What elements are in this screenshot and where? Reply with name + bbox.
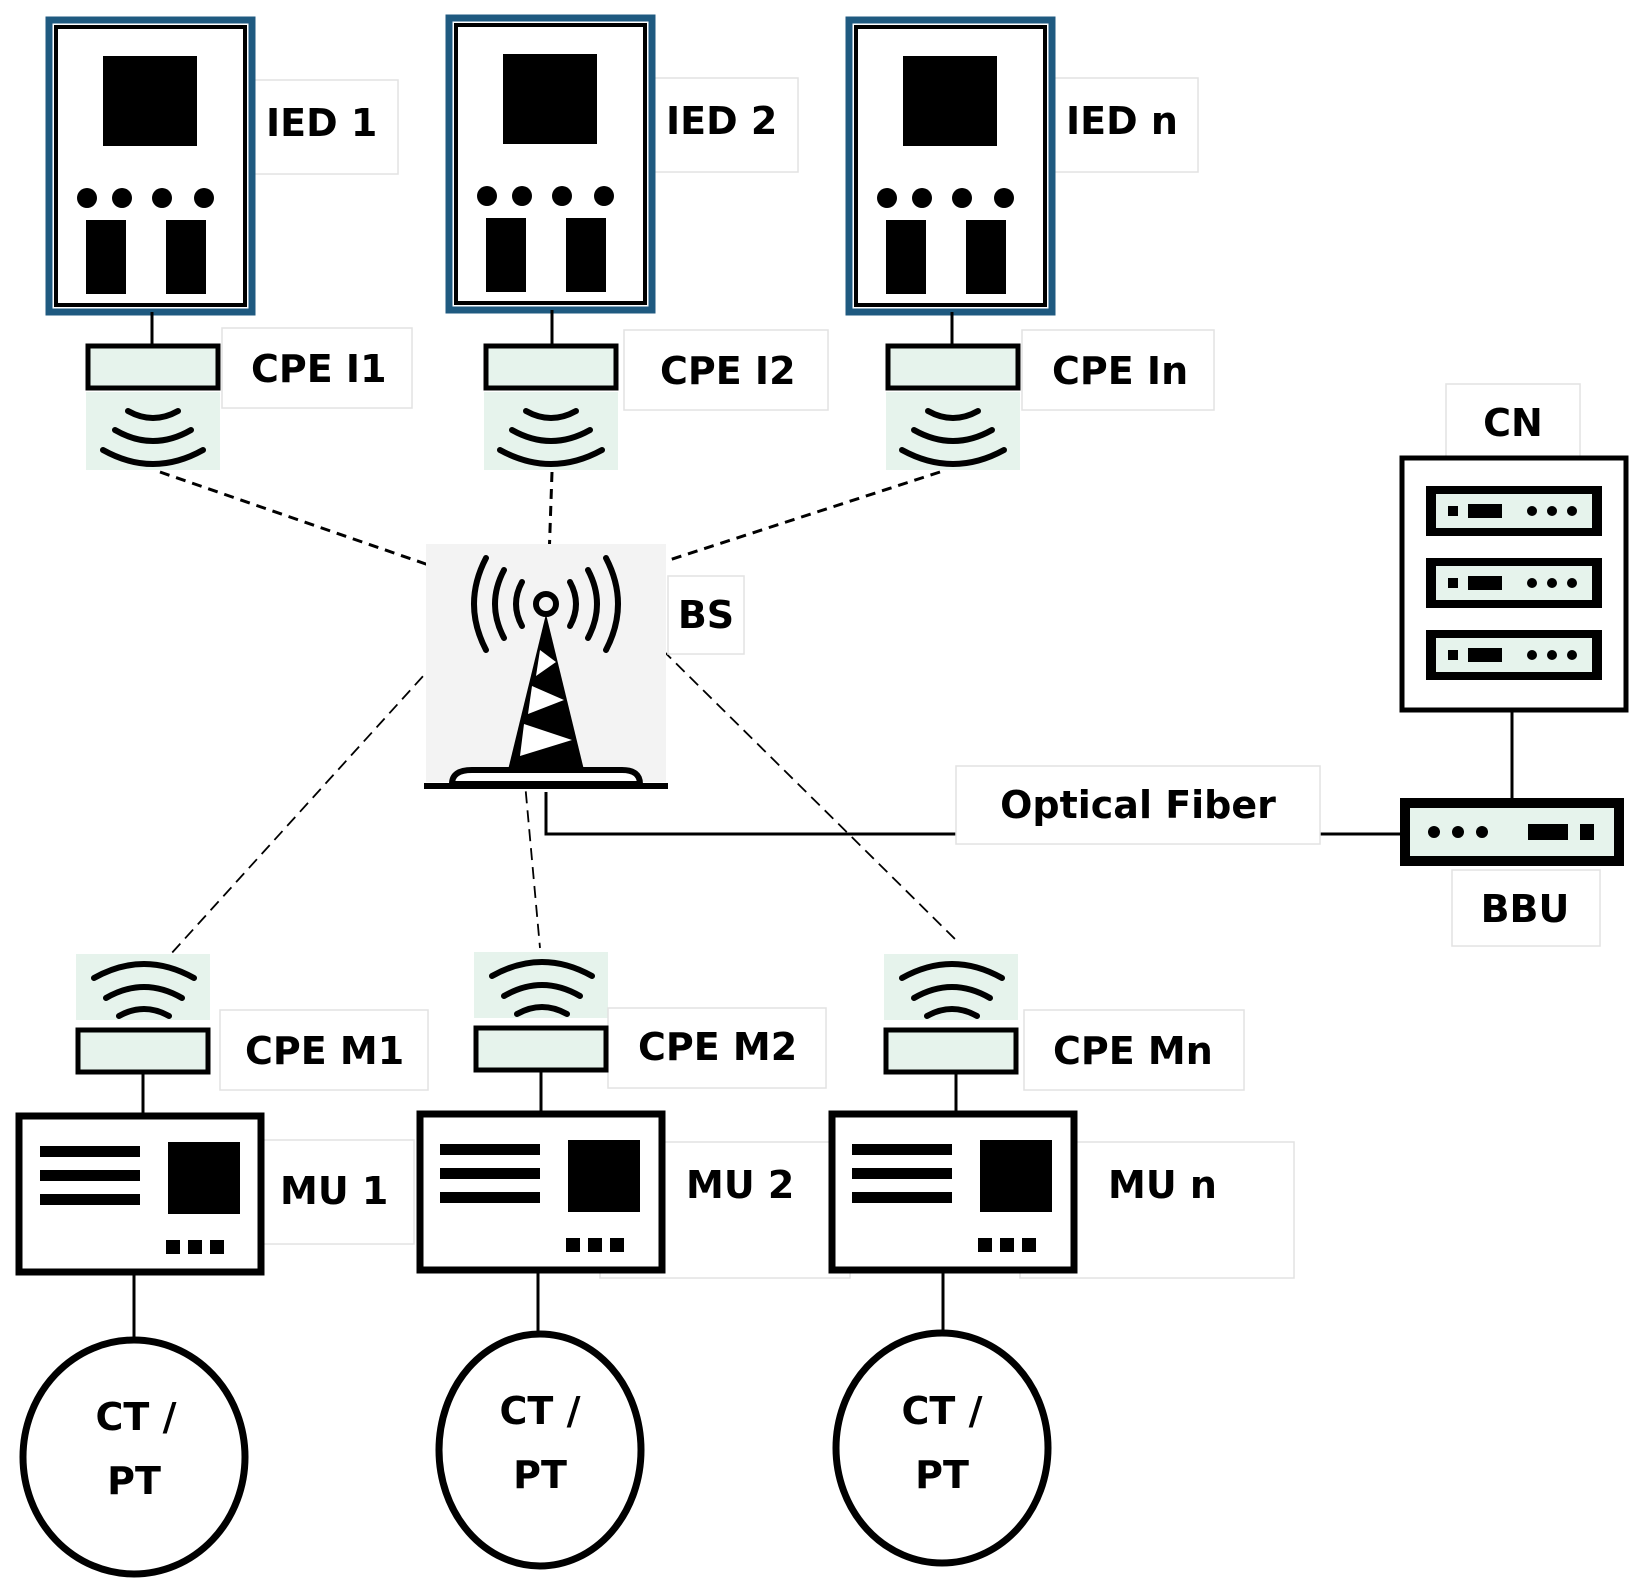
link-bs-cpe-m2: [511, 639, 541, 949]
merging-unit-2: CPE M2 MU 2 CT / PT: [416, 952, 851, 1570]
cpe-m2-label: CPE M2: [638, 1025, 797, 1069]
cpe-m2-wifi-icon: [489, 959, 595, 1017]
ied-1: IED 1 CPE I1: [45, 16, 413, 470]
link-cpe-i2-bs: [546, 471, 554, 589]
optical-fiber-label: Optical Fiber: [1000, 783, 1276, 827]
cpe-mn-label: CPE Mn: [1053, 1029, 1213, 1073]
ct-pt-2-line2: PT: [513, 1453, 567, 1497]
cpe-mn-wifi-icon: [899, 961, 1005, 1019]
ct-pt-sensor-2: [435, 1330, 645, 1570]
ied-2: IED 2 CPE I2: [445, 14, 829, 470]
ied-1-display: [103, 56, 197, 146]
link-cpe-in-bs: [619, 470, 941, 578]
mu-2-label: MU 2: [686, 1163, 794, 1207]
antenna-tower-icon: [424, 555, 668, 789]
cpe-i2: [483, 343, 619, 391]
cpe-i1: [85, 343, 221, 391]
cpe-i2-wifi-icon: [497, 408, 605, 467]
ied-1-label: IED 1: [266, 101, 377, 145]
core-network: CN: [1399, 383, 1629, 798]
bs-label: BS: [678, 593, 734, 637]
cpe-in: [885, 343, 1021, 391]
ied-n: IED n CPE In: [845, 16, 1215, 470]
base-station: BS: [424, 544, 745, 789]
cn-label: CN: [1483, 401, 1543, 445]
cpe-i1-label: CPE I1: [251, 347, 387, 391]
ct-pt-sensor-n: [832, 1329, 1052, 1567]
cpe-in-wifi-icon: [899, 408, 1007, 467]
server-unit-3: [1426, 630, 1602, 680]
mu-n-label: MU n: [1108, 1163, 1217, 1207]
server-unit-2: [1426, 558, 1602, 608]
link-cpe-i1-bs: [159, 470, 473, 582]
link-bs-cpe-mn: [621, 609, 959, 943]
cpe-mn: [883, 1027, 1019, 1075]
merging-unit-1: CPE M1 MU 1 CT / PT: [15, 954, 429, 1578]
mu-1-label: MU 1: [280, 1169, 388, 1213]
cpe-m1-label: CPE M1: [245, 1029, 404, 1073]
bbu-label: BBU: [1481, 887, 1570, 931]
server-unit-1: [1426, 486, 1602, 536]
ct-pt-2-line1: CT /: [500, 1389, 581, 1433]
cpe-i2-label: CPE I2: [660, 349, 796, 393]
optical-fiber-link: Optical Fiber: [544, 765, 1400, 845]
ct-pt-n-line1: CT /: [902, 1389, 983, 1433]
cpe-m2: [473, 1025, 609, 1073]
merging-unit-n: CPE Mn MU n CT / PT: [828, 954, 1295, 1567]
cpe-m1-wifi-icon: [91, 961, 197, 1019]
ct-pt-1-line1: CT /: [96, 1395, 177, 1439]
ied-n-display: [903, 56, 997, 146]
ct-pt-n-line2: PT: [915, 1453, 969, 1497]
bbu: BBU: [1400, 798, 1624, 947]
ied-n-label: IED n: [1066, 99, 1178, 143]
ied-2-label: IED 2: [666, 99, 777, 143]
ct-pt-1-line2: PT: [107, 1459, 161, 1503]
cpe-i1-wifi-icon: [100, 408, 206, 467]
cpe-m1: [75, 1027, 211, 1075]
cpe-in-label: CPE In: [1052, 349, 1188, 393]
ct-pt-sensor-1: [19, 1336, 249, 1578]
wireless-links: [159, 470, 959, 956]
ied-2-display: [503, 54, 597, 144]
